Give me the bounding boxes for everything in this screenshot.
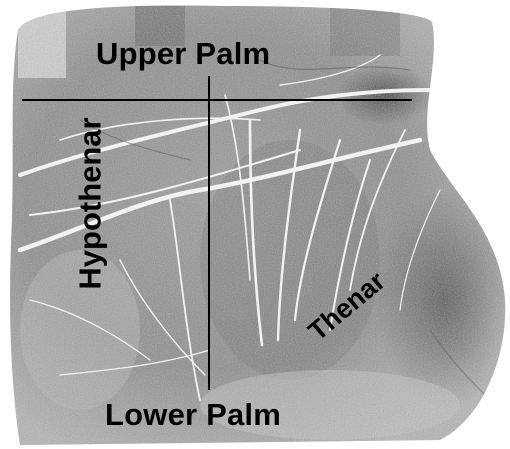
upper-palm-label: Upper Palm — [96, 38, 270, 69]
lower-palm-label: Lower Palm — [105, 399, 281, 430]
hypothenar-label: Hypothenar — [75, 104, 106, 304]
